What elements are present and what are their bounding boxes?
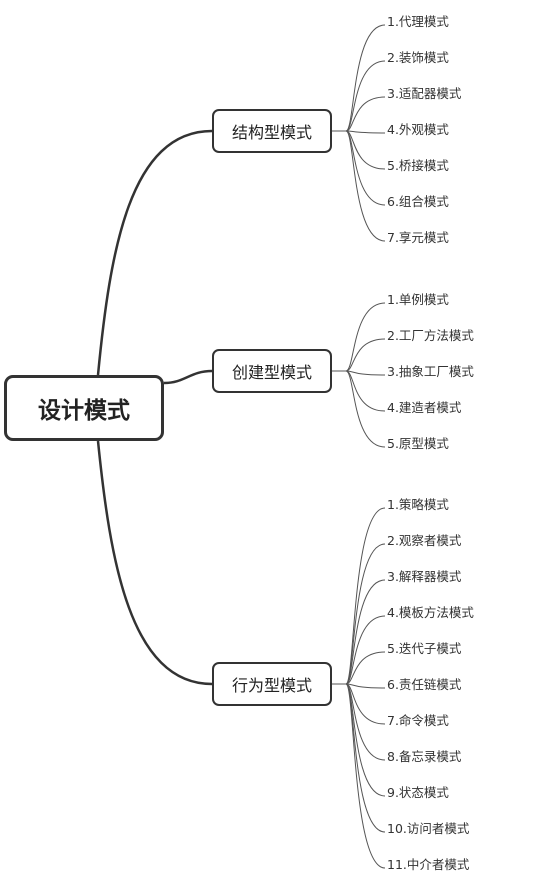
branch-node-structural[interactable]: 结构型模式	[212, 109, 332, 153]
leaf-node[interactable]: 4.建造者模式	[387, 400, 462, 415]
connector-branch-leaf	[332, 507, 386, 685]
leaf-node[interactable]: 3.适配器模式	[387, 86, 462, 101]
branch-node-behavioral[interactable]: 行为型模式	[212, 662, 332, 706]
leaf-node[interactable]: 7.命令模式	[387, 713, 449, 728]
connector-root-branch	[96, 440, 213, 686]
branch-node-creational[interactable]: 创建型模式	[212, 349, 332, 393]
connector-branch-leaf	[332, 130, 386, 242]
connector-branch-leaf	[332, 302, 386, 372]
connector-branch-leaf	[332, 683, 386, 797]
leaf-node[interactable]: 1.代理模式	[387, 14, 449, 29]
leaf-node[interactable]: 4.外观模式	[387, 122, 449, 137]
leaf-node[interactable]: 4.模板方法模式	[387, 605, 474, 620]
connector-branch-leaf	[332, 338, 386, 372]
leaf-node[interactable]: 3.解释器模式	[387, 569, 462, 584]
leaf-node[interactable]: 8.备忘录模式	[387, 749, 462, 764]
leaf-node[interactable]: 6.责任链模式	[387, 677, 462, 692]
connector-root-branch	[163, 369, 213, 385]
leaf-node[interactable]: 2.观察者模式	[387, 533, 462, 548]
leaf-node[interactable]: 6.组合模式	[387, 194, 449, 209]
connector-branch-leaf	[332, 615, 386, 685]
root-node[interactable]: 设计模式	[4, 375, 164, 441]
leaf-node[interactable]: 9.状态模式	[387, 785, 449, 800]
leaf-node[interactable]: 11.中介者模式	[387, 857, 470, 872]
leaf-node[interactable]: 1.单例模式	[387, 292, 449, 307]
connector-branch-leaf	[332, 370, 386, 448]
connector-branch-leaf	[332, 370, 386, 412]
connector-root-branch	[96, 129, 213, 376]
leaf-node[interactable]: 2.装饰模式	[387, 50, 449, 65]
connector-branch-leaf	[332, 96, 386, 132]
connector-branch-leaf	[332, 543, 386, 685]
connector-branch-leaf	[332, 370, 386, 376]
leaf-node[interactable]: 10.访问者模式	[387, 821, 470, 836]
connector-branch-leaf	[332, 683, 386, 869]
leaf-node[interactable]: 2.工厂方法模式	[387, 328, 474, 343]
leaf-node[interactable]: 5.原型模式	[387, 436, 449, 451]
connector-branch-leaf	[332, 130, 386, 170]
connector-branch-leaf	[332, 579, 386, 685]
connector-branch-leaf	[332, 683, 386, 689]
connector-branch-leaf	[332, 24, 386, 132]
leaf-node[interactable]: 1.策略模式	[387, 497, 449, 512]
connector-branch-leaf	[332, 651, 386, 685]
leaf-node[interactable]: 5.桥接模式	[387, 158, 449, 173]
leaf-node[interactable]: 3.抽象工厂模式	[387, 364, 474, 379]
connector-branch-leaf	[332, 60, 386, 132]
leaf-node[interactable]: 5.迭代子模式	[387, 641, 462, 656]
leaf-node[interactable]: 7.享元模式	[387, 230, 449, 245]
connector-branch-leaf	[332, 683, 386, 725]
